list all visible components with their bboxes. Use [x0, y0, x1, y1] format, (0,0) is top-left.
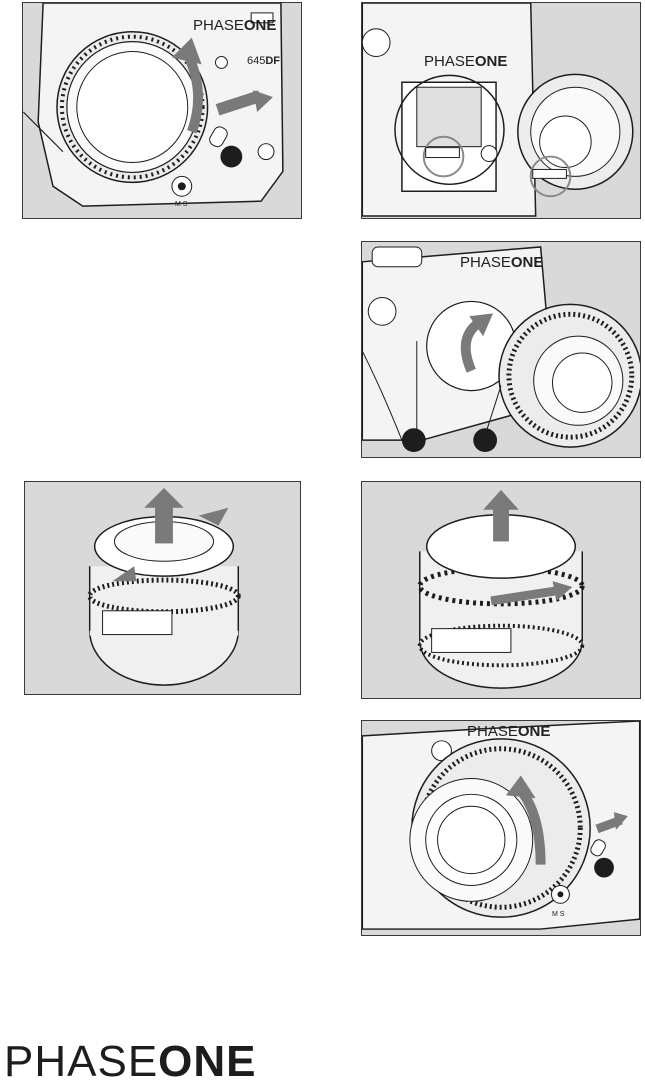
marker-dot-icon — [402, 428, 426, 452]
lens-removal-drawing — [362, 721, 640, 935]
front-cap-drawing — [25, 482, 300, 694]
brand-thin-text: PHASE — [467, 723, 518, 740]
marker-dot-icon — [220, 146, 242, 168]
illustration-front-cap-removal — [24, 481, 301, 695]
mount-alignment-drawing — [362, 3, 640, 218]
marker-dot-icon — [473, 428, 497, 452]
model-label: 645DF — [247, 55, 280, 67]
model-suffix: DF — [265, 55, 280, 67]
mode-marks: M S — [552, 911, 564, 918]
illustration-lens-removal: PHASEONE M S — [361, 720, 641, 936]
brand-bold-text: ONE — [244, 17, 277, 34]
brand-logo: PHASEONE — [424, 53, 507, 70]
brand-bold-text: ONE — [518, 723, 551, 740]
up-arrow-icon — [155, 502, 173, 544]
brand-thin-text: PHASE — [460, 254, 511, 271]
brand-thin-text: PHASE — [193, 17, 244, 34]
footer-logo-thin: PHASE — [4, 1037, 158, 1086]
brand-thin-text: PHASE — [424, 53, 475, 70]
illustration-lens-attach: PHASEONE — [361, 241, 641, 458]
rear-cap-drawing — [362, 482, 640, 698]
mode-marks: M S — [175, 201, 187, 208]
marker-dot-icon — [594, 858, 614, 878]
brand-logo: PHASEONE — [467, 723, 550, 740]
camera-body-drawing — [23, 3, 301, 218]
illustration-body-cap-removal: PHASEONE 645DF M S — [22, 2, 302, 219]
brand-logo: PHASEONE — [193, 17, 276, 34]
illustration-mount-alignment: PHASEONE — [361, 2, 641, 219]
footer-logo: PHASEONE — [4, 1040, 257, 1084]
model-number: 645 — [247, 55, 265, 67]
brand-logo: PHASEONE — [460, 254, 543, 271]
brand-bold-text: ONE — [475, 53, 508, 70]
lens-attach-drawing — [362, 242, 640, 457]
illustration-rear-cap-removal — [361, 481, 641, 699]
footer-logo-bold: ONE — [158, 1037, 256, 1086]
brand-bold-text: ONE — [511, 254, 544, 271]
